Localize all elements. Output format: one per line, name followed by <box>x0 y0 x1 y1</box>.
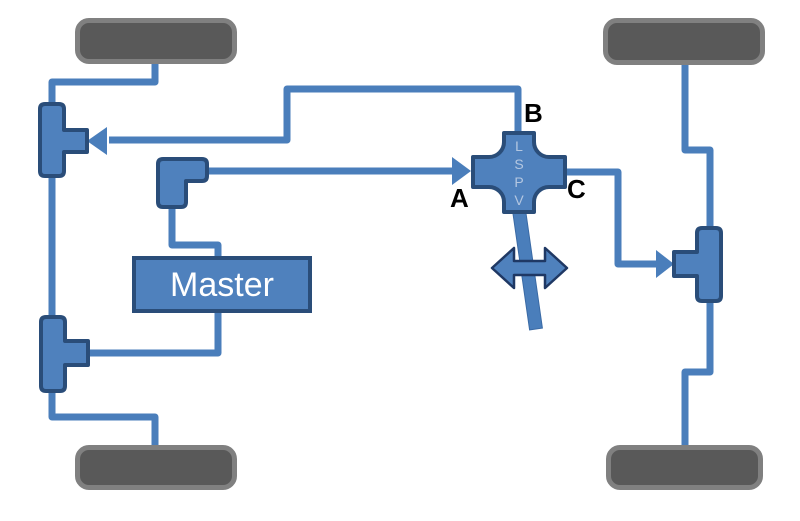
valve-letter-p: P <box>514 174 524 190</box>
tee-junction-rear-left <box>39 315 90 393</box>
pipe-left-tee-to-rearleft-wheel <box>48 389 159 447</box>
tee-junction-front-left <box>38 102 89 178</box>
flow-arrow-into-right-tee-icon <box>656 250 674 278</box>
valve-port-label-c: C <box>567 174 586 204</box>
tee-junction-right <box>672 226 723 303</box>
pipe-master-to-elbow <box>168 205 222 258</box>
valve-letter-v: V <box>514 192 524 208</box>
elbow-fitting <box>156 157 209 209</box>
lspv-valve-body <box>471 131 567 214</box>
valve-letter-l: L <box>515 138 523 154</box>
master-cylinder-label: Master <box>170 265 274 304</box>
pipe-right-tee-to-rearright-wheel <box>681 299 714 447</box>
flow-arrows <box>87 127 674 278</box>
wheel-front-right <box>603 18 765 65</box>
valve-port-label-a: A <box>450 183 469 213</box>
flow-arrow-into-valve-icon <box>452 157 471 185</box>
valve-port-label-b: B <box>524 98 543 128</box>
double-arrow-icon <box>490 246 569 290</box>
lspv-valve-letters: L S P V <box>505 137 533 209</box>
pipe-valve-c-to-right-tee <box>562 168 657 268</box>
pipe-frontleft-wheel-to-tee <box>48 62 159 106</box>
pipe-frontright-wheel-to-tee <box>681 63 714 230</box>
wheel-rear-right <box>606 445 763 490</box>
wheel-rear-left <box>75 445 237 490</box>
flow-arrow-left-icon <box>87 127 107 155</box>
pipe-group <box>48 62 714 447</box>
fittings-group <box>38 102 723 393</box>
wheel-front-left <box>75 18 237 64</box>
master-cylinder: Master <box>132 256 312 313</box>
valve-letter-s: S <box>514 156 524 172</box>
pipe-valve-b-to-left-tee <box>109 85 522 144</box>
pipe-master-to-left-tee <box>86 311 222 357</box>
